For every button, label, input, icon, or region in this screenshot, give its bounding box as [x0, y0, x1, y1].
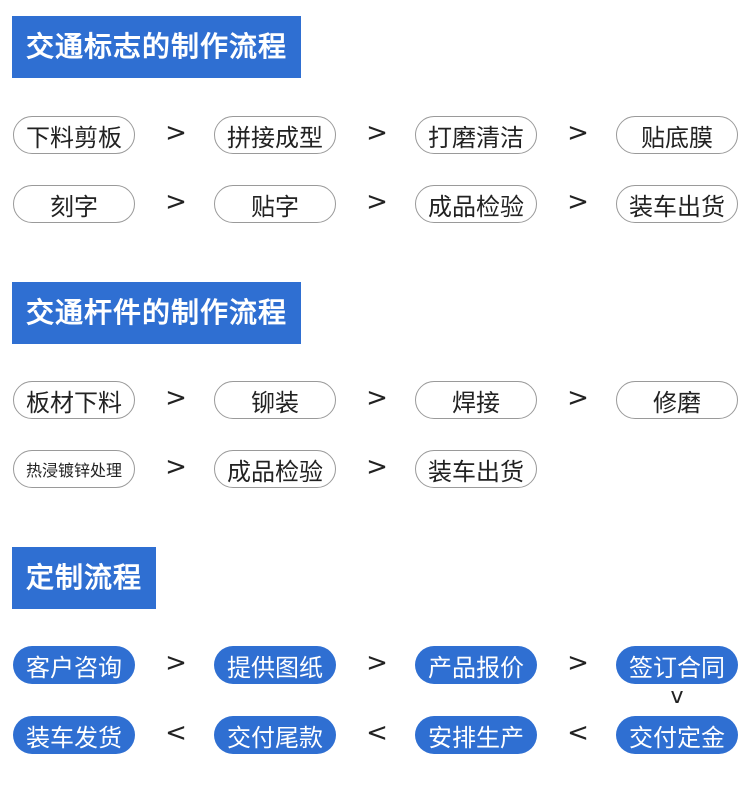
step-provide-drawings: 提供图纸	[214, 646, 336, 684]
section-title-pole-process: 交通杆件的制作流程	[12, 282, 302, 344]
arrow-right-icon: >	[366, 118, 388, 148]
step-polish-clean: 打磨清洁	[415, 116, 537, 154]
arrow-right-icon: >	[165, 648, 187, 678]
arrow-right-icon: >	[567, 187, 589, 217]
step-load-ship: 装车出货	[415, 450, 537, 488]
arrow-right-icon: >	[366, 383, 388, 413]
step-inspection: 成品检验	[214, 450, 336, 488]
arrow-left-icon: <	[567, 718, 589, 748]
step-arrange-production: 安排生产	[415, 716, 537, 754]
step-load-ship: 装车出货	[616, 185, 738, 223]
step-riveting: 铆装	[214, 381, 336, 419]
arrow-right-icon: >	[165, 383, 187, 413]
arrow-down-icon: v	[670, 684, 684, 709]
step-base-film: 贴底膜	[616, 116, 738, 154]
step-galvanizing: 热浸镀锌处理	[13, 450, 135, 488]
arrow-right-icon: >	[567, 118, 589, 148]
step-grinding: 修磨	[616, 381, 738, 419]
step-final-payment: 交付尾款	[214, 716, 336, 754]
step-splice-forming: 拼接成型	[214, 116, 336, 154]
step-cut-board: 下料剪板	[13, 116, 135, 154]
section-title-sign-process: 交通标志的制作流程	[12, 16, 302, 78]
step-sign-contract: 签订合同	[616, 646, 738, 684]
step-consultation: 客户咨询	[13, 646, 135, 684]
arrow-left-icon: <	[165, 718, 187, 748]
arrow-right-icon: >	[366, 452, 388, 482]
arrow-right-icon: >	[165, 452, 187, 482]
arrow-right-icon: >	[366, 648, 388, 678]
arrow-right-icon: >	[567, 383, 589, 413]
step-engrave: 刻字	[13, 185, 135, 223]
arrow-right-icon: >	[567, 648, 589, 678]
step-ship-goods: 装车发货	[13, 716, 135, 754]
step-quotation: 产品报价	[415, 646, 537, 684]
section-title-custom-process: 定制流程	[12, 547, 157, 609]
step-apply-letters: 贴字	[214, 185, 336, 223]
step-plate-cutting: 板材下料	[13, 381, 135, 419]
arrow-right-icon: >	[165, 118, 187, 148]
arrow-right-icon: >	[366, 187, 388, 217]
arrow-left-icon: <	[366, 718, 388, 748]
step-inspection: 成品检验	[415, 185, 537, 223]
arrow-right-icon: >	[165, 187, 187, 217]
step-deposit: 交付定金	[616, 716, 738, 754]
step-welding: 焊接	[415, 381, 537, 419]
